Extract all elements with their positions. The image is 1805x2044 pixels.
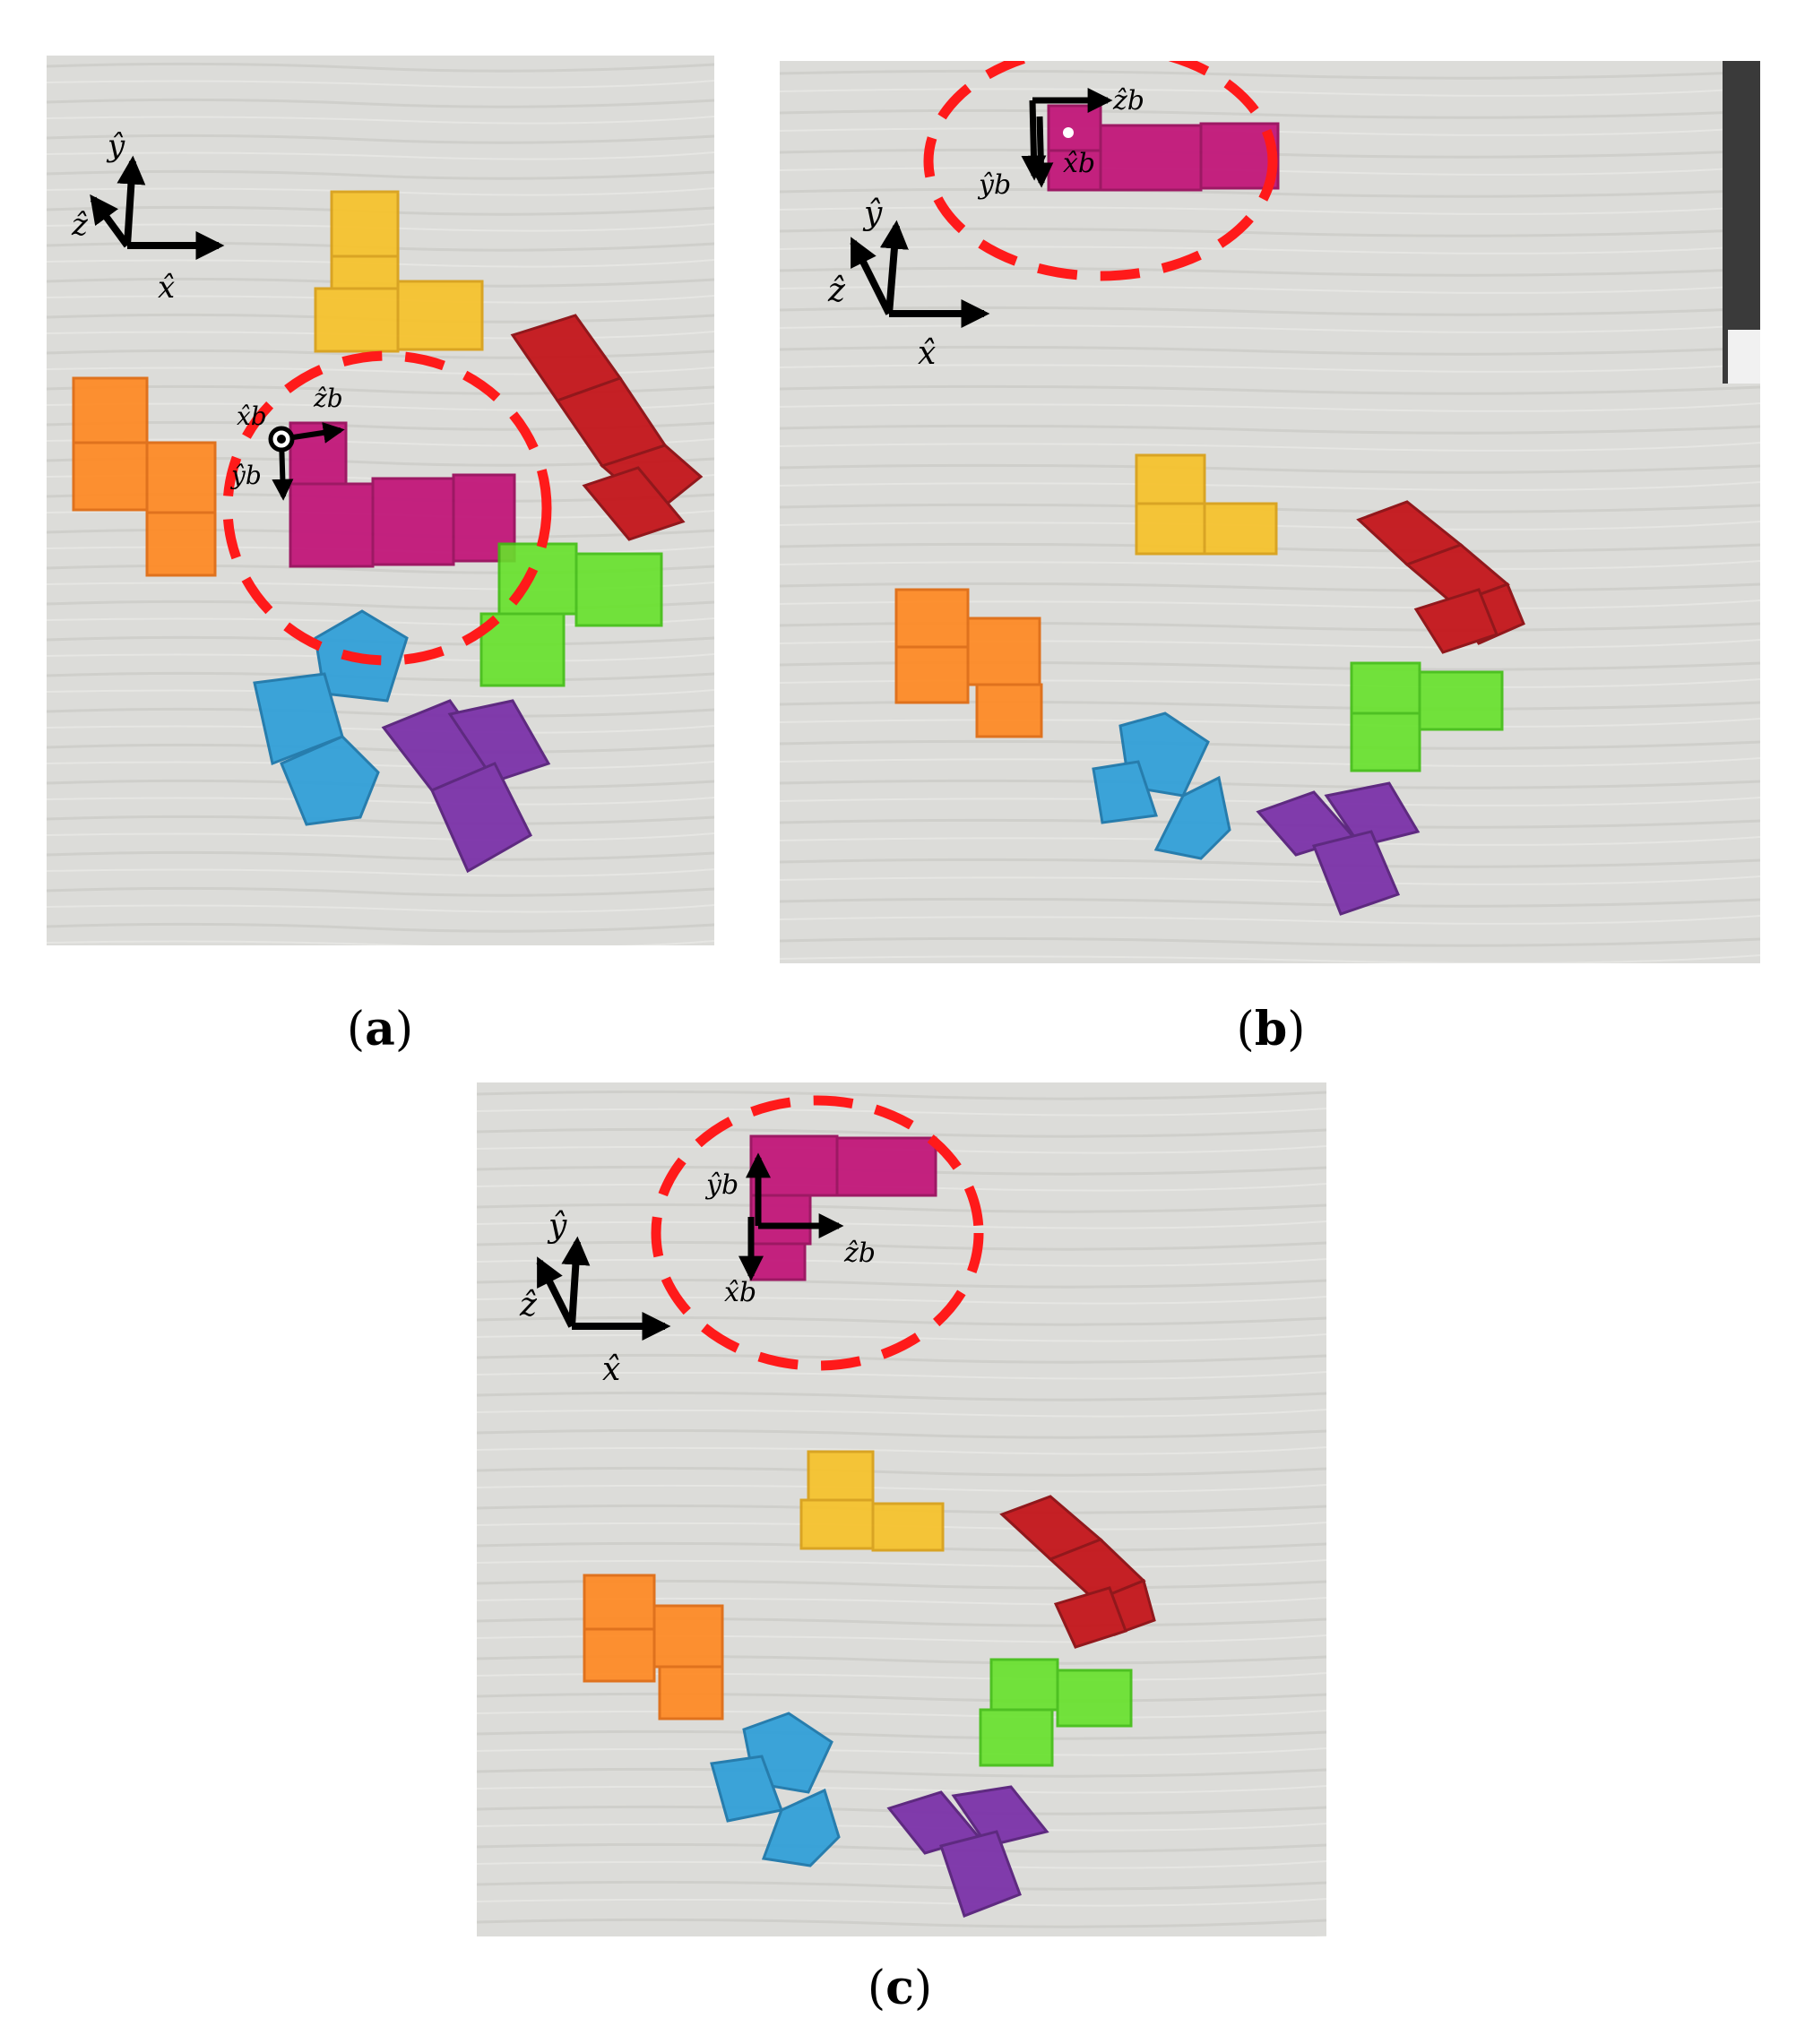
caption-b: (b) xyxy=(1236,1002,1306,1056)
photo-panel-a: ŷ ẑ x̂ x̂b ẑb ŷb xyxy=(47,56,714,945)
photo-c: ŷ ẑ x̂ ŷb ẑb x̂b xyxy=(477,1082,1326,1936)
body-axis-x-label: x̂b xyxy=(237,401,267,431)
body-axes xyxy=(738,1152,844,1281)
purple-block xyxy=(1256,781,1421,916)
world-axes xyxy=(536,1236,671,1341)
orange-block xyxy=(583,1574,724,1721)
body-axis-y-label: ŷb xyxy=(977,169,1011,201)
highlight-circle xyxy=(651,1095,984,1371)
body-axis-z-label: ẑb xyxy=(843,1238,876,1269)
magenta-block xyxy=(1047,104,1280,192)
world-axes xyxy=(90,155,225,260)
red-block xyxy=(999,1495,1156,1649)
blue-block xyxy=(253,609,409,826)
caption-a: (a) xyxy=(346,1002,414,1056)
green-block xyxy=(979,1658,1133,1767)
highlight-circle xyxy=(222,350,552,666)
world-axis-y-label: ŷ xyxy=(547,1208,567,1245)
body-axis-z-label: ẑb xyxy=(1112,85,1144,116)
highlight-circle xyxy=(923,61,1278,281)
photo-a: ŷ ẑ x̂ x̂b ẑb ŷb xyxy=(47,56,714,945)
magenta-block xyxy=(749,1134,937,1281)
photo-panel-c: ŷ ẑ x̂ ŷb ẑb x̂b xyxy=(477,1082,1326,1936)
world-axis-x-label: x̂ xyxy=(602,1351,620,1388)
caption-c: (c) xyxy=(867,1961,933,2015)
green-block xyxy=(1350,661,1504,772)
orange-block xyxy=(72,376,217,577)
red-block xyxy=(510,314,704,541)
body-axis-y-label: ŷb xyxy=(229,461,262,490)
body-axes xyxy=(1021,88,1113,188)
world-axis-x-label: x̂ xyxy=(158,270,175,306)
orange-block xyxy=(894,588,1043,738)
photo-panel-b: ŷ ẑ x̂ ẑb x̂b ŷb xyxy=(780,61,1760,963)
body-axis-x-label: x̂b xyxy=(1063,148,1095,179)
body-axis-x-label: x̂b xyxy=(724,1277,756,1308)
body-axis-z-label: ẑb xyxy=(313,384,343,413)
world-axis-y-label: ŷ xyxy=(862,195,883,232)
world-axis-z-label: ẑ xyxy=(71,207,89,243)
yellow-block xyxy=(799,1450,945,1552)
blue-block xyxy=(710,1712,841,1867)
purple-block xyxy=(886,1785,1049,1918)
yellow-block xyxy=(1135,453,1278,556)
world-axis-z-label: ẑ xyxy=(827,272,846,309)
red-block xyxy=(1356,500,1525,654)
world-axis-z-label: ẑ xyxy=(519,1287,538,1324)
blue-block xyxy=(1092,712,1231,860)
world-axis-y-label: ŷ xyxy=(106,128,125,164)
purple-block xyxy=(381,699,551,874)
body-axis-y-label: ŷb xyxy=(704,1169,738,1201)
world-axis-x-label: x̂ xyxy=(918,335,936,372)
photo-b: ŷ ẑ x̂ ẑb x̂b ŷb xyxy=(780,61,1760,963)
yellow-block xyxy=(314,190,484,353)
world-axes xyxy=(850,220,990,328)
